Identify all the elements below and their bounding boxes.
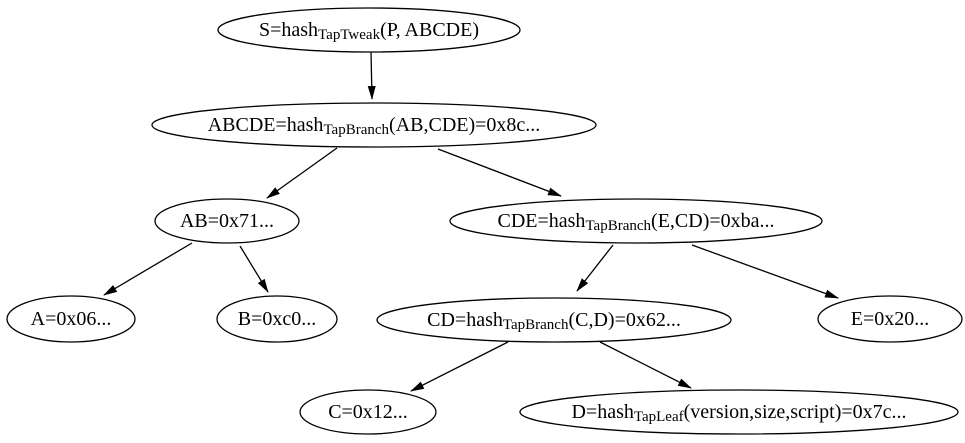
edge-ab-b [239,245,269,293]
node-ellipse-ab [154,198,300,244]
node-ellipse-cd [376,297,732,343]
edge-cd-d [599,341,692,389]
edge-cde-cd [576,244,614,292]
edge-ab-a [103,242,193,296]
edge-abcde-ab [266,147,338,199]
node-ellipse-abcde [151,102,597,148]
edge-cde-e [691,244,839,299]
edge-s-abcde [367,51,376,100]
node-ellipse-b [216,295,338,343]
node-ellipse-c [299,389,437,435]
node-ellipse-d [519,389,959,435]
node-ellipse-e [817,295,963,343]
node-ellipse-cde [449,198,823,244]
node-ellipse-s [217,7,521,53]
edge-cd-c [410,341,509,392]
node-ellipse-a [6,295,136,343]
edge-abcde-cde [437,148,562,197]
